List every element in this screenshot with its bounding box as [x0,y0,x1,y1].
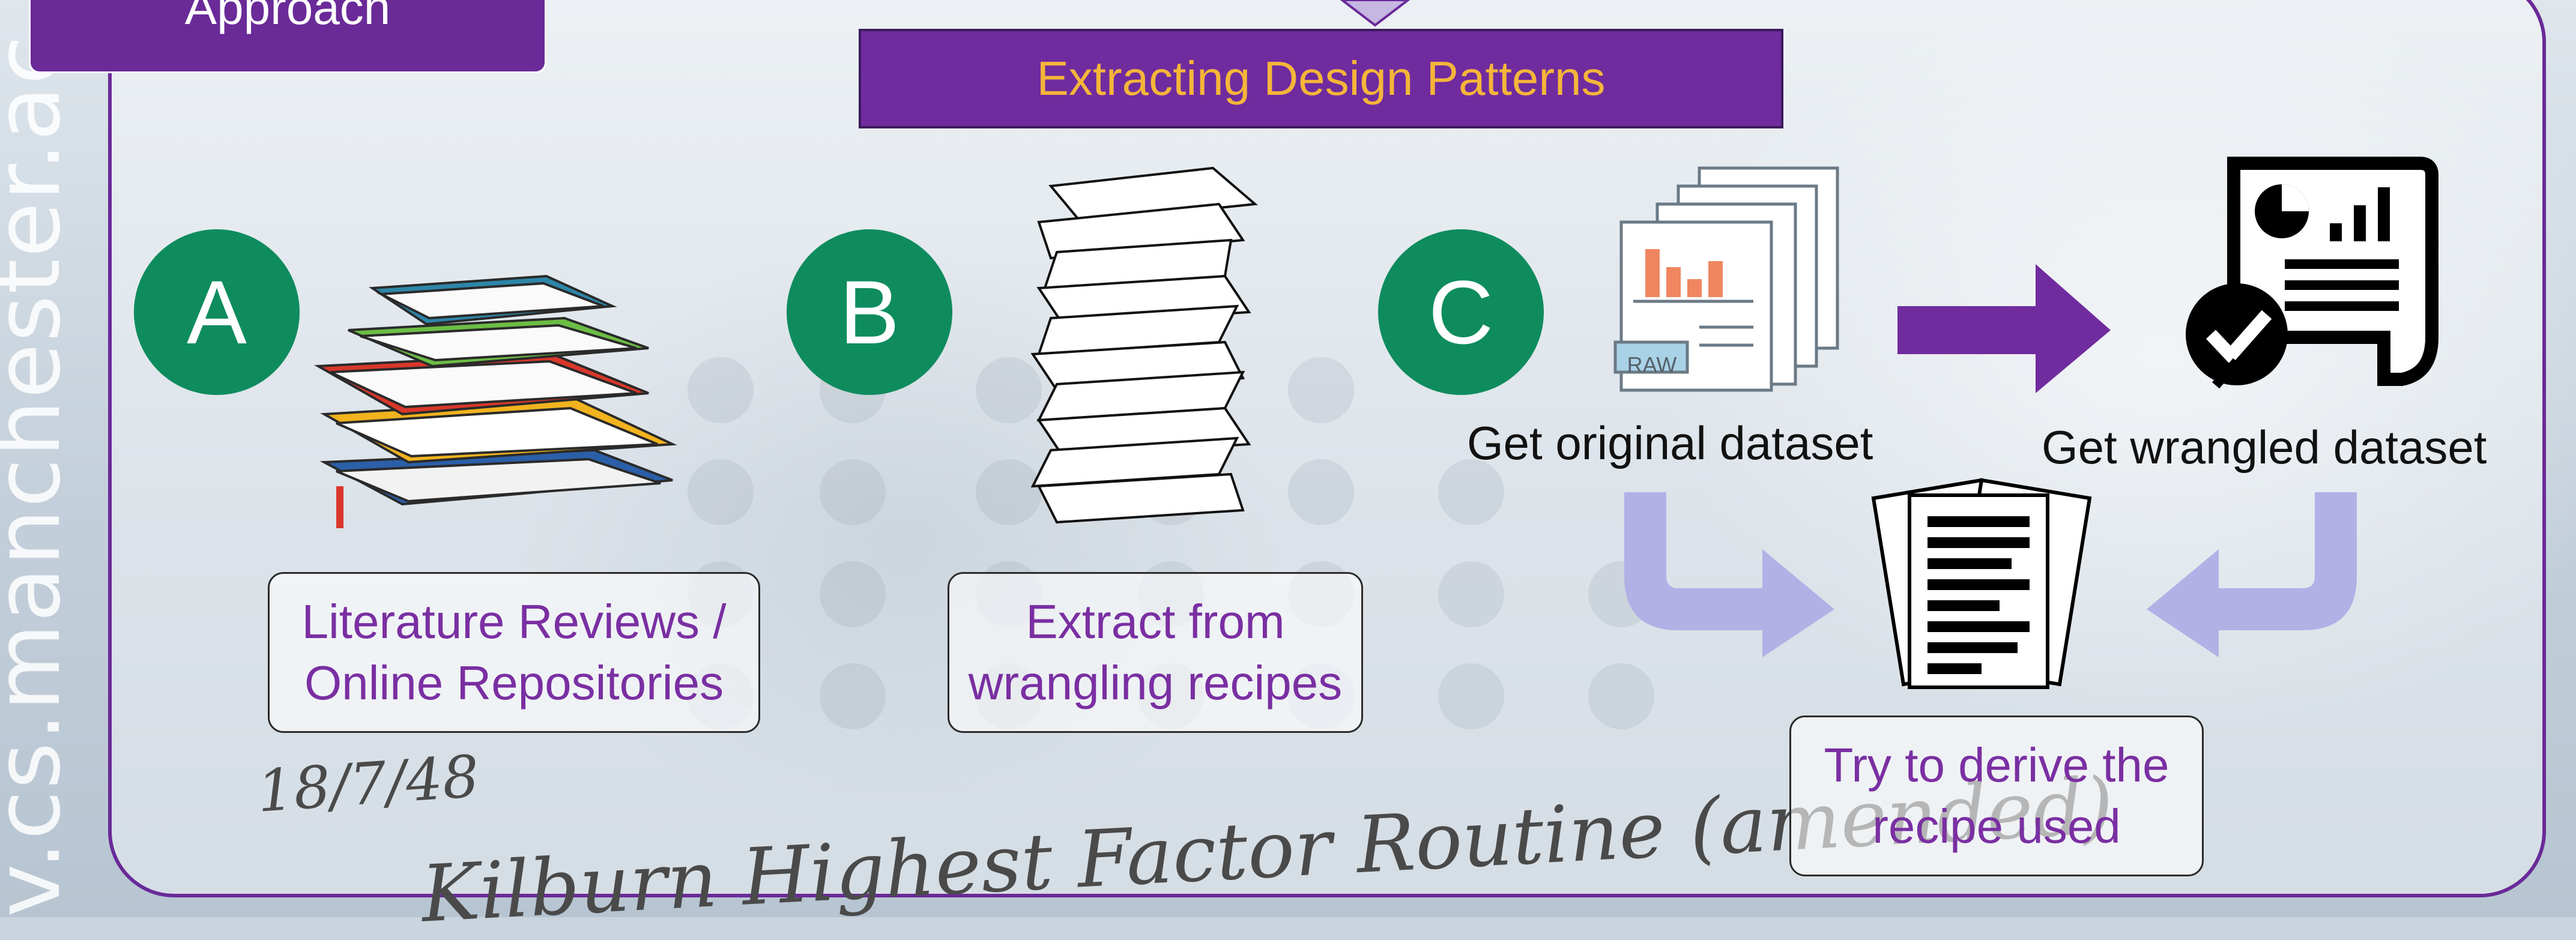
books-stack-icon [314,274,677,528]
step-b-caption-line2: wrangling recipes [968,656,1343,710]
step-a-caption: Literature Reviews / Online Repositories [268,572,760,733]
step-a-caption-line1: Literature Reviews / [301,595,727,648]
step-c-badge: C [1378,229,1544,395]
original-dataset-label: Get original dataset [1467,417,1873,469]
down-arrow-icon [1340,0,1410,27]
side-url-text: v.cs.manchester.ac.uk [0,0,80,917]
step-a-caption-line2: Online Repositories [304,656,724,710]
wrangled-dataset-label: Get wrangled dataset [2042,421,2487,474]
step-c-caption-line2: recipe used [1872,800,2121,853]
step-b-caption: Extract from wrangling recipes [948,572,1363,733]
recipe-documents-icon [1871,478,2092,689]
raw-dataset-icon [1613,166,1839,392]
arrow-right-icon [1897,264,2111,393]
raw-tag-label: RAW [1627,352,1677,377]
step-c-caption-line1: Try to derive the [1824,738,2169,792]
step-c-caption: Try to derive the recipe used [1789,716,2204,876]
curved-arrow-left-in-icon [1624,492,1834,657]
step-b-caption-line1: Extract from [1026,595,1285,648]
step-a-badge: A [134,229,300,395]
approach-tab: Approach [29,0,546,73]
curved-arrow-right-in-icon [2147,492,2357,657]
paper-stack-icon [1030,166,1258,524]
report-document-icon [2186,157,2438,389]
step-b-badge: B [787,229,952,395]
section-title: Extracting Design Patterns [859,29,1783,128]
